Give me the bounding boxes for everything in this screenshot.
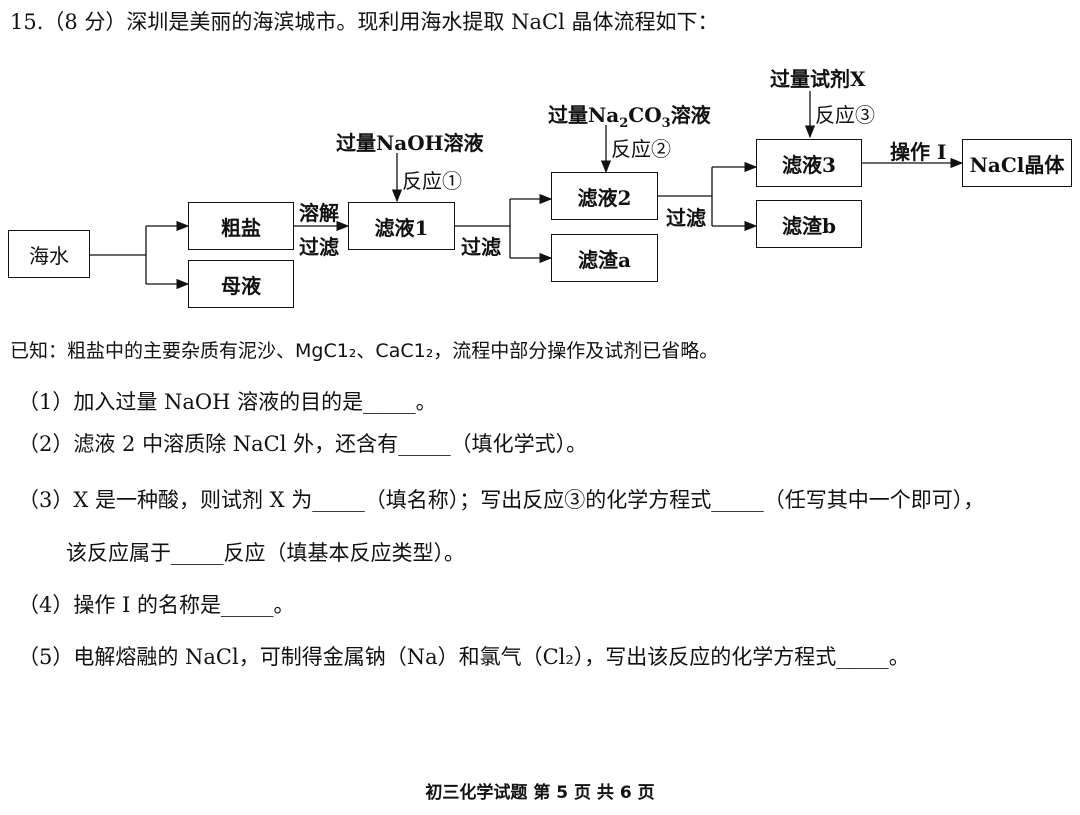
nacl-crystal-box: NaCl晶体 xyxy=(962,139,1072,187)
question-3: （3）X 是一种酸，则试剂 X 为_____（填名称）；写出反应③的化学方程式_… xyxy=(18,488,985,512)
operation1-label: 操作 I xyxy=(890,140,947,164)
na2co3-reagent-label: 过量Na2CO3溶液 xyxy=(548,103,711,131)
flow-connectors xyxy=(90,91,964,290)
question-title: 15.（8 分）深圳是美丽的海滨城市。现利用海水提取 NaCl 晶体流程如下： xyxy=(10,10,719,34)
filtrate3-label: 滤液3 xyxy=(782,152,836,177)
dissolve-label: 溶解 xyxy=(299,201,339,225)
filter-label-2: 过滤 xyxy=(461,235,501,259)
question-5: （5）电解熔融的 NaCl，可制得金属钠（Na）和氯气（Cl₂），写出该反应的化… xyxy=(18,645,910,669)
filtrate2-box: 滤液2 xyxy=(551,172,658,220)
crude-salt-label: 粗盐 xyxy=(221,215,261,240)
filtrate3-box: 滤液3 xyxy=(756,139,862,187)
page-footer: 初三化学试题 第 5 页 共 6 页 xyxy=(425,783,655,803)
flow-diagram: 海水 粗盐 母液 溶解 过滤 滤液1 过量NaOH溶液 反应① 过滤 滤液2 滤… xyxy=(0,55,1080,325)
seawater-box: 海水 xyxy=(8,230,90,278)
naoh-reagent-label: 过量NaOH溶液 xyxy=(336,131,484,155)
reagent-x-label: 过量试剂X xyxy=(770,67,866,91)
residue-a-box: 滤渣a xyxy=(551,234,658,282)
crude-salt-box: 粗盐 xyxy=(188,202,294,250)
filtrate1-box: 滤液1 xyxy=(348,202,455,250)
known-info: 已知：粗盐中的主要杂质有泥沙、MgC1₂、CaC1₂，流程中部分操作及试剂已省略… xyxy=(10,340,719,362)
residue-b-label: 滤渣b xyxy=(782,213,836,238)
residue-a-label: 滤渣a xyxy=(578,247,631,272)
reaction3-label: 反应③ xyxy=(815,103,875,127)
filtrate1-label: 滤液1 xyxy=(374,215,429,240)
question-3-continued: 该反应属于_____反应（填基本反应类型）。 xyxy=(66,541,465,565)
filter-label-3: 过滤 xyxy=(666,206,706,230)
reaction2-label: 反应② xyxy=(611,137,671,161)
reaction1-label: 反应① xyxy=(402,169,462,193)
nacl-crystal-label: NaCl晶体 xyxy=(969,152,1065,177)
question-1: （1）加入过量 NaOH 溶液的目的是_____。 xyxy=(18,390,437,414)
seawater-label: 海水 xyxy=(29,243,69,268)
mother-liquor-label: 母液 xyxy=(221,273,261,298)
question-4: （4）操作 I 的名称是_____。 xyxy=(18,593,295,617)
filtrate2-label: 滤液2 xyxy=(577,185,632,210)
question-2: （2）滤液 2 中溶质除 NaCl 外，还含有_____（填化学式）。 xyxy=(18,432,588,456)
residue-b-box: 滤渣b xyxy=(756,200,862,248)
mother-liquor-box: 母液 xyxy=(188,260,294,308)
filter-label-1: 过滤 xyxy=(299,235,339,259)
